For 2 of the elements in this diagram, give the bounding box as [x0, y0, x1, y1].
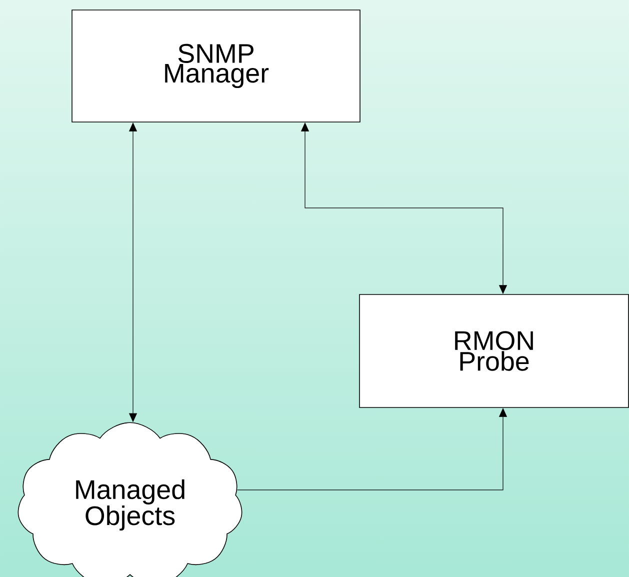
- process-box: SNMP Manager: [72, 10, 360, 122]
- process-box: RMON Probe: [359, 294, 629, 408]
